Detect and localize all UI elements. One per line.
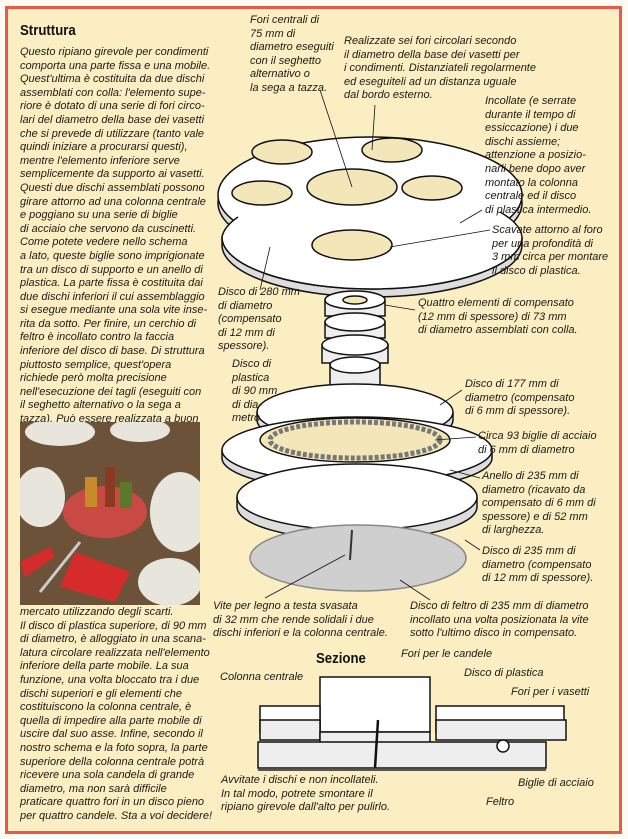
label-colonna-centrale: Colonna centrale bbox=[220, 671, 304, 683]
label-biglie-sezione: Biglie di acciaio bbox=[518, 777, 594, 789]
disc-235 bbox=[236, 463, 478, 531]
label-disco-feltro: Disco di feltro di 235 mm di diametro in… bbox=[410, 600, 589, 640]
label-anello-235: Anello di 235 mm di diametro (ricavato d… bbox=[482, 470, 596, 537]
label-avvitate: Avvitate i dischi e non incollateli. In … bbox=[221, 774, 391, 814]
label-fori-vasetti: Fori per i vasetti bbox=[511, 686, 590, 698]
body-text-2: mercato utilizzando degli scarti. Il dis… bbox=[20, 606, 213, 822]
screw bbox=[349, 529, 353, 561]
photo-illustration bbox=[20, 422, 200, 605]
label-disco-280: Disco di 280 mm di diametro (compensato … bbox=[218, 286, 300, 353]
label-vite: Vite per legno a testa svasata di 32 mm … bbox=[213, 600, 388, 640]
table-photo bbox=[20, 422, 200, 605]
label-disco-plastica-sezione: Disco di plastica bbox=[464, 667, 544, 679]
label-disco-235: Disco di 235 mm di diametro (compensato … bbox=[482, 545, 594, 585]
section-title-sezione: Sezione bbox=[316, 650, 366, 667]
felt-disc bbox=[249, 524, 467, 592]
label-biglie: Circa 93 biglie di acciaio di 6 mm di di… bbox=[478, 430, 597, 456]
label-fori-candele: Fori per le candele bbox=[401, 648, 493, 660]
section-title-struttura: Struttura bbox=[20, 22, 76, 39]
label-fori-centrali: Fori centrali di 75 mm di diametro esegu… bbox=[250, 14, 334, 94]
label-incollate: Incollate (e serrate durante il tempo di… bbox=[485, 95, 592, 216]
label-disco-177: Disco di 177 mm di diametro (compensato … bbox=[465, 378, 575, 418]
label-feltro: Feltro bbox=[486, 796, 515, 808]
label-realizzate: Realizzate sei fori circolari secondo il… bbox=[344, 35, 536, 102]
section-drawing bbox=[257, 676, 567, 771]
label-quattro-elementi: Quattro elementi di compensato (12 mm di… bbox=[418, 297, 578, 337]
label-disco-plastica: Disco di plastica di 90 mm di dia- metro bbox=[232, 358, 278, 425]
body-text-1: Questo ripiano girevole per condimenti c… bbox=[20, 46, 211, 426]
label-scavate: Scavate attorno al foro per una profondi… bbox=[492, 224, 609, 277]
